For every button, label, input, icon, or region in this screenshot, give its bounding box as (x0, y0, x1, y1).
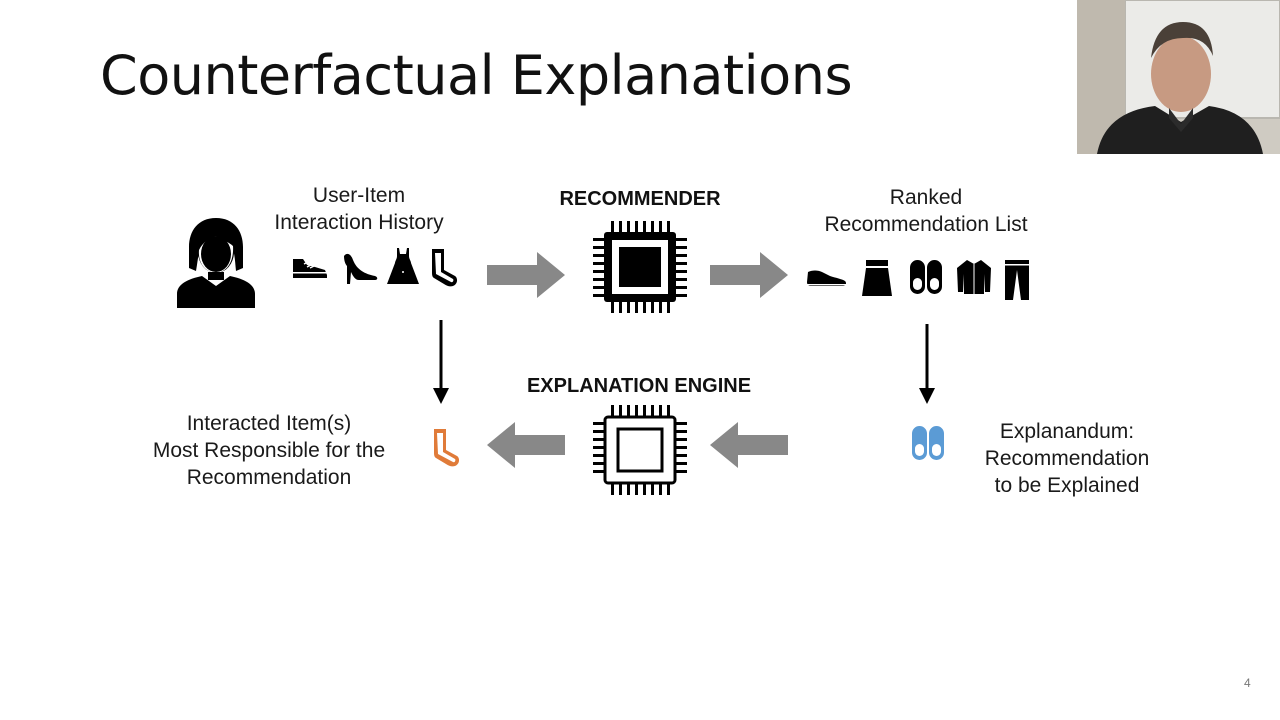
interacted-items-label: Interacted Item(s) Most Responsible for … (152, 412, 386, 489)
sneaker-icon (291, 253, 329, 286)
ranked-list-label: Ranked Recommendation List (824, 186, 1028, 236)
skirt-icon (861, 258, 893, 303)
trousers-icon (1003, 258, 1031, 307)
history-label: User-Item Interaction History (274, 184, 444, 234)
flow-arrow-to-interacted-items (487, 420, 567, 475)
sock-icon-responsible (431, 426, 461, 473)
user-icon (172, 216, 260, 315)
flow-arrow-history-down (432, 320, 450, 411)
sock-icon (429, 246, 459, 293)
slippers-icon-explanandum (911, 424, 945, 467)
explanation-engine-chip-icon (592, 404, 688, 501)
recommender-chip-icon (592, 220, 688, 319)
shirt-icon (955, 258, 993, 301)
recommender-label: RECOMMENDER (559, 188, 721, 210)
page-number: 4 (1244, 676, 1251, 690)
flow-arrow-ranked-down (918, 324, 936, 411)
flow-arrow-to-engine (710, 420, 790, 475)
presenter-webcam-video (1077, 0, 1280, 154)
shoe-icon (806, 264, 848, 295)
high-heel-icon (341, 248, 379, 291)
dress-icon (386, 246, 420, 291)
explanation-engine-label: EXPLANATION ENGINE (526, 375, 752, 397)
explanandum-label: Explanandum: Recommendation to be Explai… (984, 420, 1150, 497)
slippers-icon (909, 258, 943, 301)
slide-title: Counterfactual Explanations (100, 44, 853, 107)
flow-arrow-to-recommender (487, 250, 567, 305)
flow-arrow-to-ranked-list (710, 250, 790, 305)
